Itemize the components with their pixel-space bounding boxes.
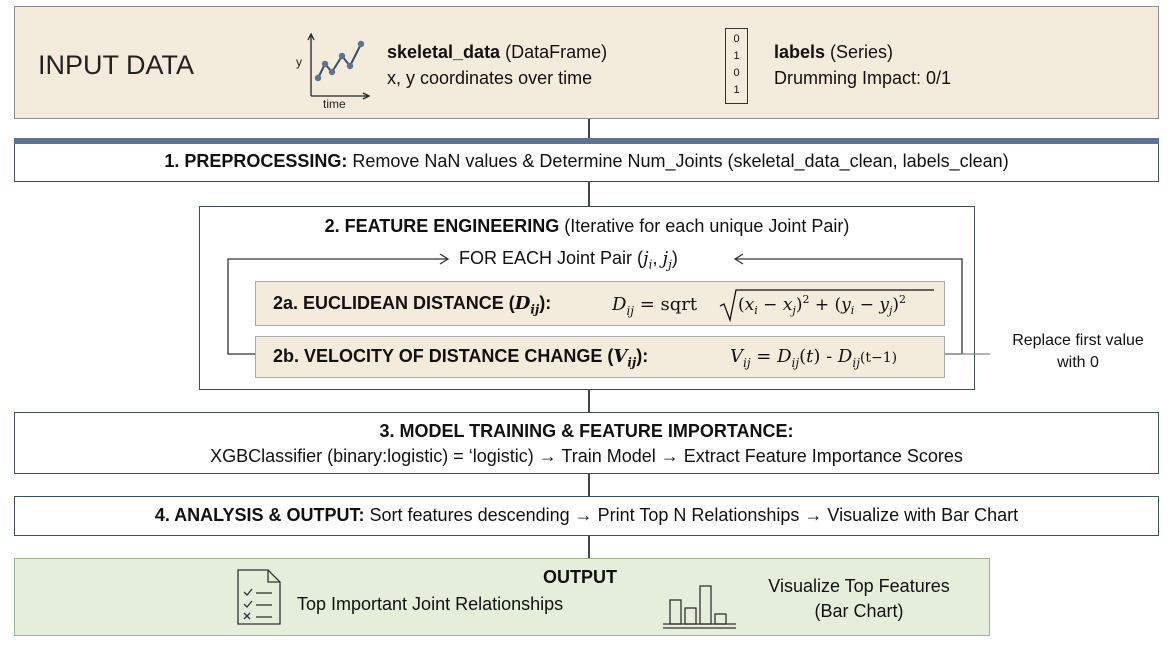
euclidean-distance-title: 2a. EUCLIDEAN DISTANCE (Dij): <box>273 293 552 317</box>
binary-value: 0 <box>733 67 740 79</box>
output-right-line2: (Bar Chart) <box>814 601 904 621</box>
analysis-output-box: 4. ANALYSIS & OUTPUT: Sort features desc… <box>14 496 1159 536</box>
feature-engineering-heading: 2. FEATURE ENGINEERING (Iterative for ea… <box>199 216 975 237</box>
loop-label: FOR EACH Joint Pair (ji, jj) <box>459 248 678 272</box>
analysis-output-desc: Sort features descending → Print Top N R… <box>364 505 1019 525</box>
preprocessing-text: 1. PREPROCESSING: Remove NaN values & De… <box>15 151 1158 172</box>
labels-desc: Drumming Impact: 0/1 <box>774 68 952 88</box>
binary-column-icon: 0 1 0 1 <box>725 28 748 104</box>
connector-line <box>588 474 590 496</box>
loop-j-j: jj <box>662 248 672 272</box>
header-bar <box>14 138 1159 146</box>
euclidean-formula: Dij = sqrt (xi − xj)2 + (yi − yj)2 <box>612 289 934 323</box>
feature-engineering-subtitle: (Iterative for each unique Joint Pair) <box>559 216 850 236</box>
checklist-icon <box>237 569 281 625</box>
binary-value: 1 <box>733 50 740 62</box>
svg-text:Dij = sqrt: Dij = sqrt <box>612 294 698 318</box>
labels-heading: labels (Series) <box>774 42 893 63</box>
skeletal-data-type: (DataFrame) <box>500 42 608 62</box>
preprocessing-desc: Remove NaN values & Determine Num_Joints… <box>347 151 1009 171</box>
chart-y-label: y <box>296 55 302 69</box>
binary-value: 1 <box>733 84 740 96</box>
connector-line <box>588 182 590 206</box>
svg-text:Vij = Dij(t) - Dij(t−1): Vij = Dij(t) - Dij(t−1) <box>730 346 897 370</box>
velocity-symbol: Vij <box>613 346 637 370</box>
output-right-text: Visualize Top Features (Bar Chart) <box>742 574 976 624</box>
velocity-formula: Vij = Dij(t) - Dij(t−1) <box>730 346 897 370</box>
skeletal-data-desc: x, y coordinates over time <box>387 68 593 88</box>
model-training-box: 3. MODEL TRAINING & FEATURE IMPORTANCE: … <box>14 412 1159 474</box>
output-title: OUTPUT <box>543 567 617 587</box>
analysis-output-title: 4. ANALYSIS & OUTPUT: <box>154 505 365 525</box>
loop-j-i: ji <box>643 248 653 272</box>
output-box <box>14 558 990 636</box>
velocity-title: 2b. VELOCITY OF DISTANCE CHANGE (Vij): <box>273 346 649 370</box>
bar-chart-icon <box>663 585 736 629</box>
input-data-title: INPUT DATA <box>38 50 195 80</box>
svg-text:(xi − xj)2 + (yi − yj)2: (xi − xj)2 + (yi − yj)2 <box>738 293 906 317</box>
replace-note-line1: Replace first value <box>1012 332 1144 349</box>
labels-name: labels <box>774 42 826 62</box>
preprocessing-title: 1. PREPROCESSING: <box>164 151 348 171</box>
euclidean-distance-box <box>255 281 945 326</box>
binary-value: 0 <box>733 33 740 45</box>
skeletal-data-heading: skeletal_data (DataFrame) <box>387 42 607 63</box>
euclidean-symbol: Dij <box>514 293 540 317</box>
chart-x-label: time <box>323 97 346 110</box>
replace-note-line2: with 0 <box>1057 354 1099 371</box>
connector-line <box>588 390 590 412</box>
model-training-desc: XGBClassifier (binary:logistic) = ‘logis… <box>210 446 963 466</box>
labels-type: (Series) <box>825 42 894 62</box>
output-right-line1: Visualize Top Features <box>768 576 950 596</box>
replace-note: Replace first value with 0 <box>993 330 1163 374</box>
connector-line <box>588 536 590 558</box>
skeletal-data-name: skeletal_data <box>387 42 501 62</box>
loop-text: FOR EACH Joint Pair ( <box>459 248 644 268</box>
preprocessing-box: 1. PREPROCESSING: Remove NaN values & De… <box>14 144 1159 182</box>
analysis-output-text: 4. ANALYSIS & OUTPUT: Sort features desc… <box>15 505 1158 526</box>
connector-line <box>588 119 590 138</box>
output-left-text: Top Important Joint Relationships <box>297 594 564 614</box>
velocity-box <box>255 336 945 378</box>
line-chart-icon: y time <box>296 32 371 110</box>
feature-engineering-title: 2. FEATURE ENGINEERING <box>324 216 560 236</box>
input-data-box <box>14 6 1159 119</box>
model-training-title: 3. MODEL TRAINING & FEATURE IMPORTANCE: <box>379 421 794 441</box>
